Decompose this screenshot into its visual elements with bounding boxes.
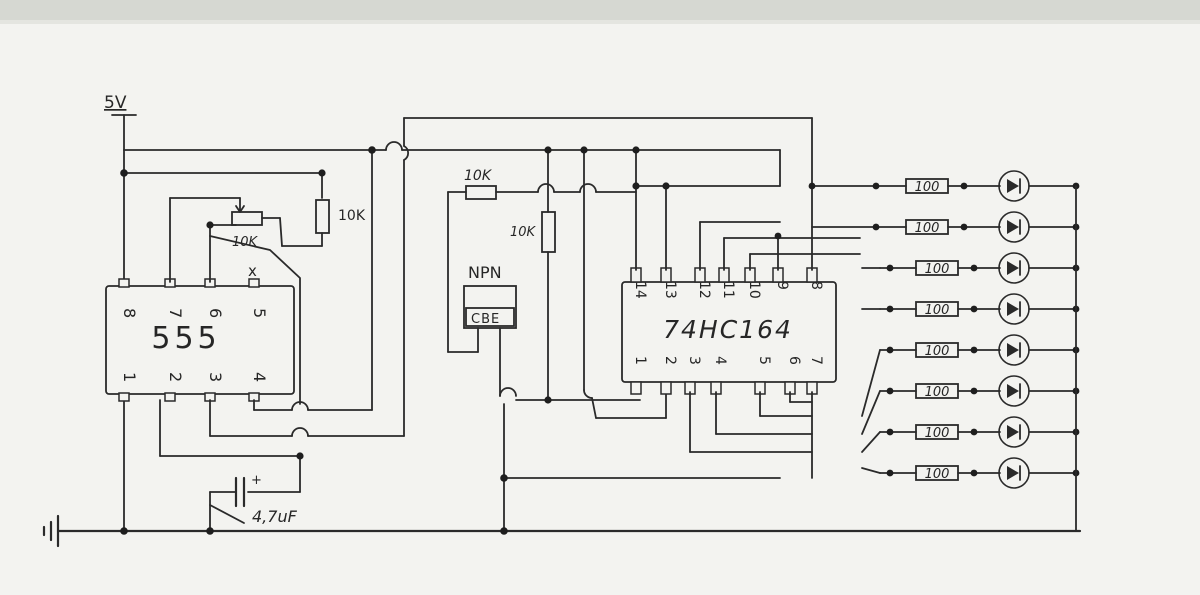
led-row: 100: [861, 457, 1080, 489]
ic-74hc164-pin-label: 3: [686, 356, 702, 365]
led-resistor-label: 100: [925, 385, 950, 400]
cap-plus-label: +: [251, 473, 262, 488]
r-top-label: 10K: [338, 208, 366, 224]
led-diode-icon: [998, 457, 1030, 489]
ic-555-pin-top: [248, 278, 260, 288]
ic-74hc164-pin-label: 9: [774, 281, 790, 290]
ic-74hc164-wiring: [635, 149, 861, 479]
ic-555-pin-label: 5: [250, 308, 269, 318]
ic-555-pins: 8 7 6 5 1 2 3 4: [118, 278, 269, 402]
ic-74hc164-pin-label: 1: [632, 356, 648, 365]
led-diode-icon: [998, 170, 1030, 202]
led-row: 100: [811, 170, 1080, 202]
led-row: 100: [861, 375, 1080, 435]
npn-transistor-body: [463, 285, 517, 329]
r-base-label: 10K: [464, 168, 493, 184]
scan-border-shade: [0, 20, 1200, 24]
led-resistor-label: 100: [925, 426, 950, 441]
pot-label: 10K: [232, 235, 259, 250]
ic-555-body: [105, 285, 295, 395]
led-diode-icon: [998, 293, 1030, 325]
led-resistor-label: 100: [925, 303, 950, 318]
ic-74hc164-pin-bottom: [660, 381, 672, 395]
power-rails: [42, 114, 1082, 548]
cbe-label: CBE: [471, 312, 500, 327]
potentiometer-body: [231, 211, 263, 226]
cap-label: 4,7uF: [252, 507, 298, 526]
resistor-10k-base: [465, 185, 497, 200]
ic-74hc164-pin-label: 14: [632, 281, 648, 299]
led-resistor-label: 100: [925, 467, 950, 482]
ic-74hc164-pin-label: 2: [662, 356, 678, 365]
led-resistor-label: 100: [925, 344, 950, 359]
ic-555-wiring: [159, 117, 813, 532]
led-row: 100: [861, 334, 1080, 417]
npn-label: NPN: [468, 263, 502, 282]
ic-74hc164-pin-label: 5: [756, 356, 772, 365]
ic-555-pin-top: [118, 278, 130, 288]
ic-555-pin-bottom: [118, 392, 130, 402]
r-vert-label: 10K: [510, 225, 537, 240]
ic-555-pin-label: 3: [206, 372, 225, 382]
supply-label: 5V: [104, 93, 127, 113]
led-resistor-label: 100: [915, 221, 940, 236]
led-diode-icon: [998, 334, 1030, 366]
led-diode-icon: [998, 211, 1030, 243]
scan-border: [0, 0, 1200, 20]
ic-555-pin-label: 4: [250, 372, 269, 382]
ic-74hc164-pin-label: 6: [786, 356, 802, 365]
ic-555-pin-bottom: [164, 392, 176, 402]
led-row: 100: [861, 293, 1080, 325]
ic-74hc164-pin-bottom: [630, 381, 642, 395]
ic-74hc164-pin-label: 8: [808, 281, 824, 290]
led-diode-icon: [998, 375, 1030, 407]
ic-555-label: 555: [151, 321, 220, 356]
led-row: 100: [861, 416, 1080, 453]
ic-74hc164-pin-label: 10: [746, 281, 762, 299]
ic-74hc164-pin-label: 12: [696, 281, 712, 299]
led-resistor-label: 100: [915, 180, 940, 195]
ic-555-pin-label: 1: [120, 372, 139, 382]
npn-pin-box: [465, 307, 515, 327]
led-diode-icon: [998, 252, 1030, 284]
no-connect-mark: x: [248, 262, 257, 280]
resistor-10k-vertical: [541, 211, 556, 253]
ic-555-pin-label: 6: [206, 308, 225, 318]
led-array: 100 100 100 100 100 100 100 100: [811, 170, 1080, 489]
transistor-section: [447, 149, 781, 532]
ic-555-pin-label: 8: [120, 308, 139, 318]
led-row: 100: [811, 211, 1080, 243]
led-resistor-label: 100: [925, 262, 950, 277]
ic-555-pin-label: 2: [166, 372, 185, 382]
resistor-10k-top: [315, 199, 330, 234]
ic-74hc164-pin-label: 4: [712, 356, 728, 365]
junction-dots: [120, 146, 816, 535]
ic-555: 555 8 7 6 5 1 2 3 4: [105, 278, 295, 402]
ic-74hc164-label: 74HC164: [663, 315, 793, 344]
ic-74hc164-pin-label: 11: [720, 281, 736, 299]
ic-74hc164-pin-label: 13: [662, 281, 678, 299]
ic-555-pin-label: 7: [166, 308, 185, 318]
ic-74hc164-pin-label: 7: [808, 356, 824, 365]
led-diode-icon: [998, 416, 1030, 448]
led-row: 100: [861, 252, 1080, 284]
